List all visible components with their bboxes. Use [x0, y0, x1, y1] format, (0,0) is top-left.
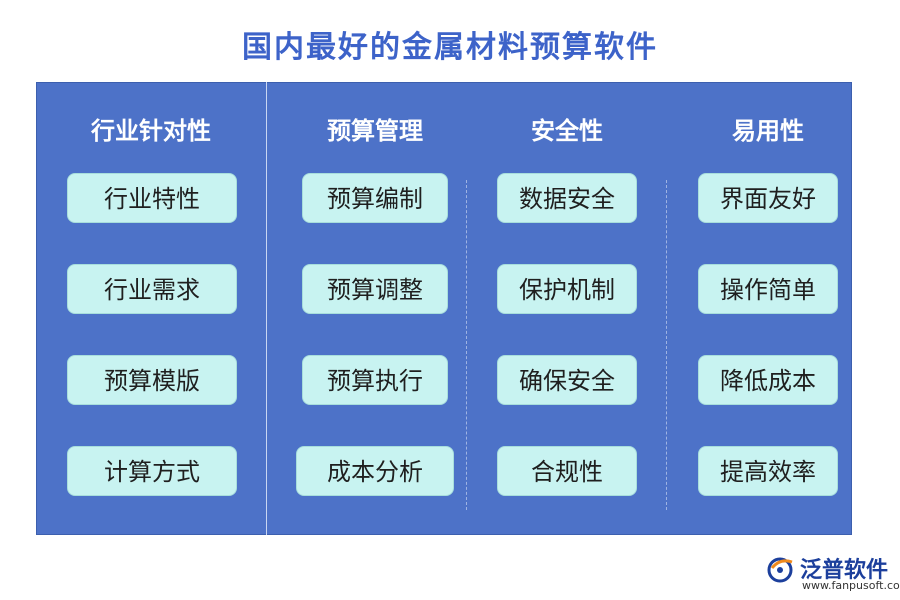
feature-box: 行业特性: [67, 173, 237, 223]
brand-logo-icon: [767, 557, 793, 583]
feature-box: 界面友好: [698, 173, 838, 223]
feature-box: 保护机制: [497, 264, 637, 314]
feature-box: 计算方式: [67, 446, 237, 496]
brand-name: 泛普软件: [800, 558, 889, 583]
feature-box: 确保安全: [497, 355, 637, 405]
feature-box: 行业需求: [67, 264, 237, 314]
brand-url: www.fanpusoft.com: [802, 579, 900, 592]
dashed-separator: [666, 180, 667, 510]
feature-box: 成本分析: [296, 446, 454, 496]
feature-box: 降低成本: [698, 355, 838, 405]
feature-box: 预算模版: [67, 355, 237, 405]
column-header-budget: 预算管理: [327, 117, 423, 145]
feature-box: 预算执行: [302, 355, 448, 405]
brand-logo: 泛普软件 www.fanpusoft.com: [766, 552, 900, 596]
feature-box: 合规性: [497, 446, 637, 496]
dashed-separator: [466, 180, 467, 510]
column-header-security: 安全性: [531, 117, 603, 145]
column-header-usability: 易用性: [732, 117, 804, 145]
column-divider: [266, 82, 267, 535]
column-header-industry: 行业针对性: [91, 117, 211, 145]
feature-box: 数据安全: [497, 173, 637, 223]
feature-box: 预算编制: [302, 173, 448, 223]
feature-box: 预算调整: [302, 264, 448, 314]
feature-box: 提高效率: [698, 446, 838, 496]
feature-box: 操作简单: [698, 264, 838, 314]
diagram-title: 国内最好的金属材料预算软件: [242, 30, 658, 65]
